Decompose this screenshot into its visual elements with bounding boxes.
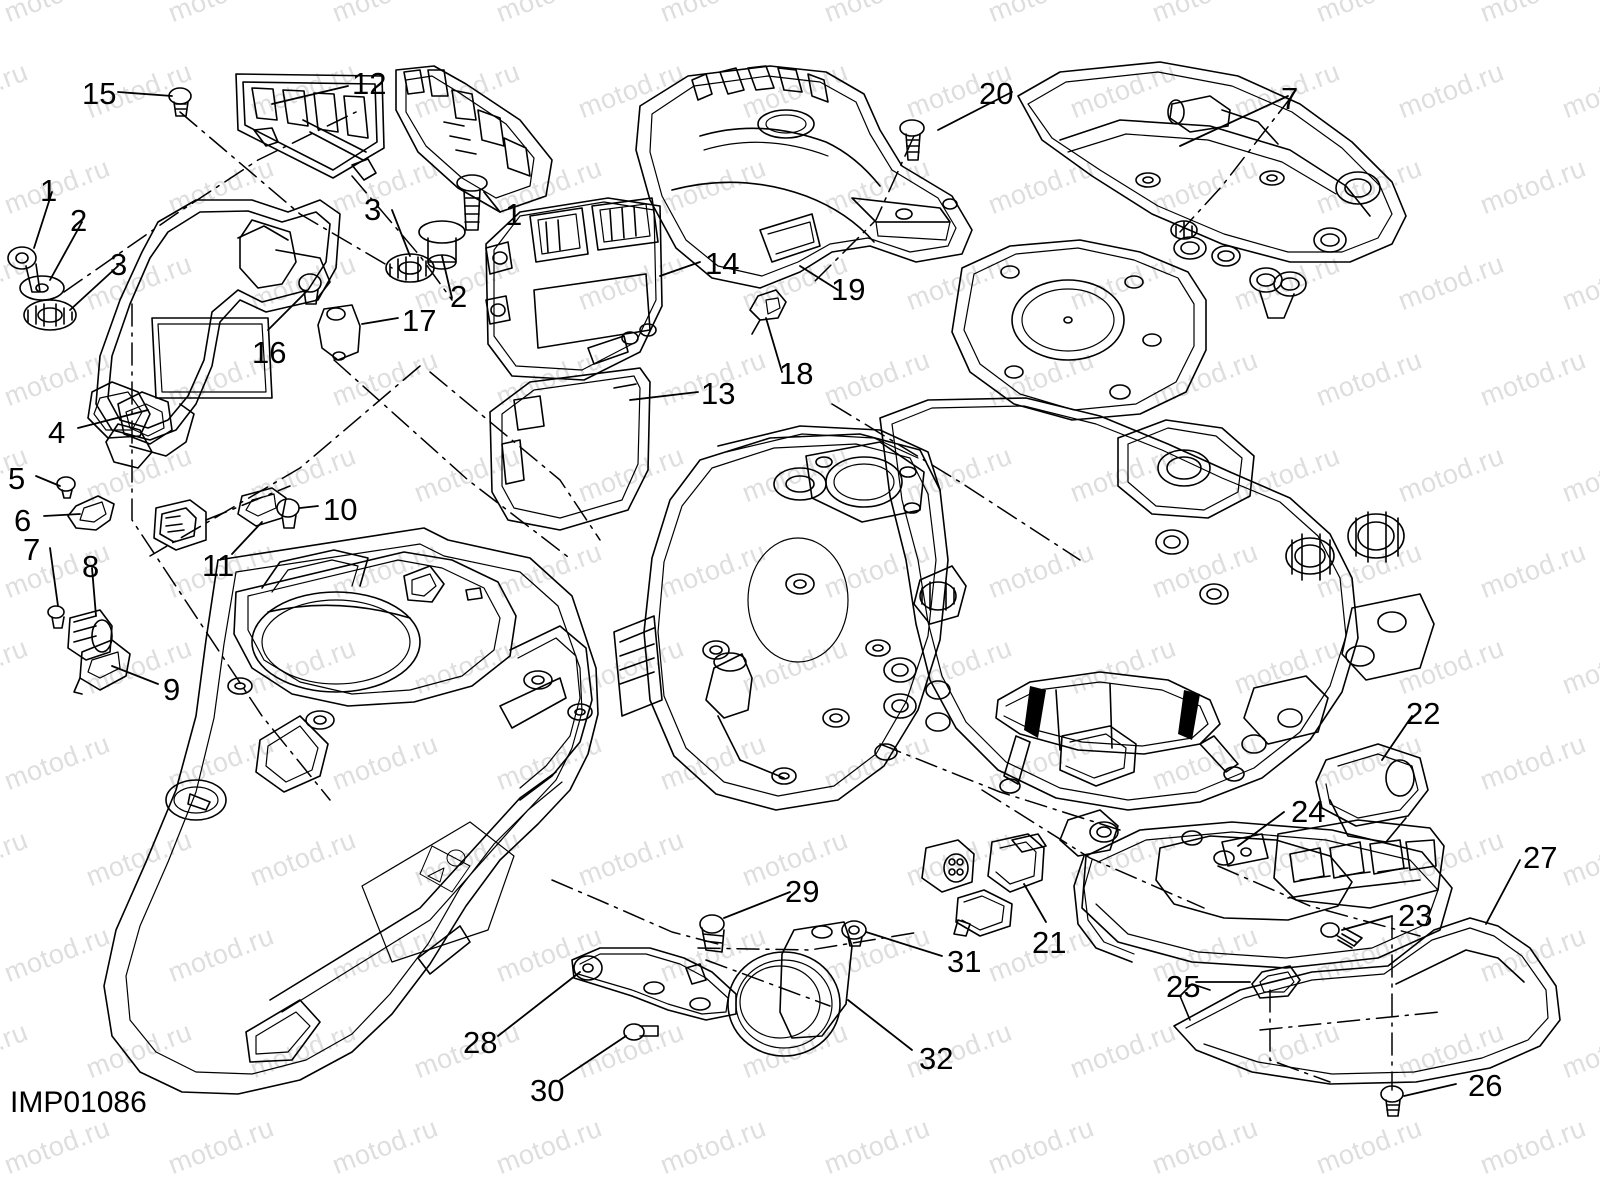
callout-number-8[interactable]: 8 xyxy=(82,549,100,584)
part-knurled-bush-3b xyxy=(385,253,435,283)
callout-number-12[interactable]: 12 xyxy=(352,66,387,101)
part-coil-cover-22 xyxy=(1315,743,1429,843)
part-wiring-tray-24 xyxy=(1073,819,1453,969)
part-nut-25 xyxy=(1251,965,1301,999)
callout-number-28[interactable]: 28 xyxy=(463,1025,498,1060)
part-screw-29 xyxy=(699,914,725,953)
part-screw-16 xyxy=(298,273,322,305)
part-sensor-8 xyxy=(67,609,113,661)
callout-number-26[interactable]: 26 xyxy=(1468,1068,1503,1103)
part-screw-10 xyxy=(276,498,300,529)
part-strap-9 xyxy=(73,639,131,695)
part-airbox-lower xyxy=(103,527,599,1095)
callout-number-23[interactable]: 23 xyxy=(1398,898,1433,933)
callout-number-2[interactable]: 2 xyxy=(70,203,88,238)
callout-number-22[interactable]: 22 xyxy=(1406,696,1441,731)
callout-number-32[interactable]: 32 xyxy=(919,1041,954,1076)
callout-number-17[interactable]: 17 xyxy=(402,303,437,338)
callout-number-4[interactable]: 4 xyxy=(48,415,66,450)
leader-lines xyxy=(33,85,1521,1097)
part-engine-assembly xyxy=(613,61,1435,866)
callout-number-15[interactable]: 15 xyxy=(82,76,117,111)
callout-number-18[interactable]: 18 xyxy=(779,356,814,391)
part-frame-side-cover-left xyxy=(87,199,341,469)
callout-number-14[interactable]: 14 xyxy=(705,246,740,281)
callout-number-2[interactable]: 2 xyxy=(450,279,468,314)
callout-number-1[interactable]: 1 xyxy=(40,173,58,208)
callout-number-9[interactable]: 9 xyxy=(163,672,181,707)
callout-number-3[interactable]: 3 xyxy=(110,247,128,282)
callout-number-7[interactable]: 7 xyxy=(1281,81,1299,116)
part-connector-21 xyxy=(987,833,1047,893)
callout-number-30[interactable]: 30 xyxy=(530,1073,565,1108)
callout-number-3[interactable]: 3 xyxy=(364,192,382,227)
part-screw-26 xyxy=(1380,1085,1404,1117)
part-screw-20 xyxy=(899,119,925,161)
part-bracket-4 xyxy=(117,391,173,445)
callout-number-5[interactable]: 5 xyxy=(8,461,26,496)
part-grommet-2b xyxy=(418,220,466,270)
callout-number-7[interactable]: 7 xyxy=(23,532,41,567)
callout-number-11[interactable]: 11 xyxy=(202,548,235,583)
callout-number-13[interactable]: 13 xyxy=(701,376,736,411)
part-clip-11 xyxy=(237,487,287,527)
part-screw-23 xyxy=(1320,922,1363,949)
part-connector-cluster xyxy=(153,499,207,551)
part-clip-6 xyxy=(67,495,115,531)
part-screw-7 xyxy=(47,605,65,629)
callout-number-24[interactable]: 24 xyxy=(1291,794,1326,829)
part-relay-block xyxy=(395,65,553,213)
callout-number-6[interactable]: 6 xyxy=(14,503,32,538)
callout-number-21[interactable]: 21 xyxy=(1032,925,1067,960)
callout-number-10[interactable]: 10 xyxy=(323,492,358,527)
callout-number-29[interactable]: 29 xyxy=(785,874,820,909)
part-grommet-2a xyxy=(19,275,65,301)
part-clip-18 xyxy=(749,289,787,335)
part-horn-bracket-28 xyxy=(571,947,737,1021)
callout-number-16[interactable]: 16 xyxy=(252,335,287,370)
callout-number-31[interactable]: 31 xyxy=(947,944,982,979)
part-rubber-mount-17 xyxy=(317,304,361,361)
assembly-axis-lines xyxy=(63,95,1441,1091)
part-connector-barrel xyxy=(953,889,1013,937)
part-horn-32 xyxy=(727,921,853,1057)
part-screw-30 xyxy=(623,1023,659,1041)
callout-number-19[interactable]: 19 xyxy=(831,272,866,307)
part-air-duct-19 xyxy=(635,65,973,289)
part-ecu-holder-13 xyxy=(489,367,651,531)
callout-number-20[interactable]: 20 xyxy=(979,76,1014,111)
diagram-id-label: IMP01086 xyxy=(10,1086,147,1119)
part-ecu-14 xyxy=(485,197,663,381)
callout-number-27[interactable]: 27 xyxy=(1523,840,1558,875)
callout-number-25[interactable]: 25 xyxy=(1166,969,1201,1004)
part-airbox-upper-cover xyxy=(235,73,385,181)
part-screw-1b xyxy=(456,174,488,231)
part-screw-1a xyxy=(7,246,41,293)
part-knurled-bush-3a xyxy=(23,299,77,331)
part-connector-plug xyxy=(921,839,975,893)
part-screw-5 xyxy=(56,476,76,499)
part-belly-pan-27 xyxy=(1173,917,1561,1085)
callout-number-1[interactable]: 1 xyxy=(505,197,523,232)
